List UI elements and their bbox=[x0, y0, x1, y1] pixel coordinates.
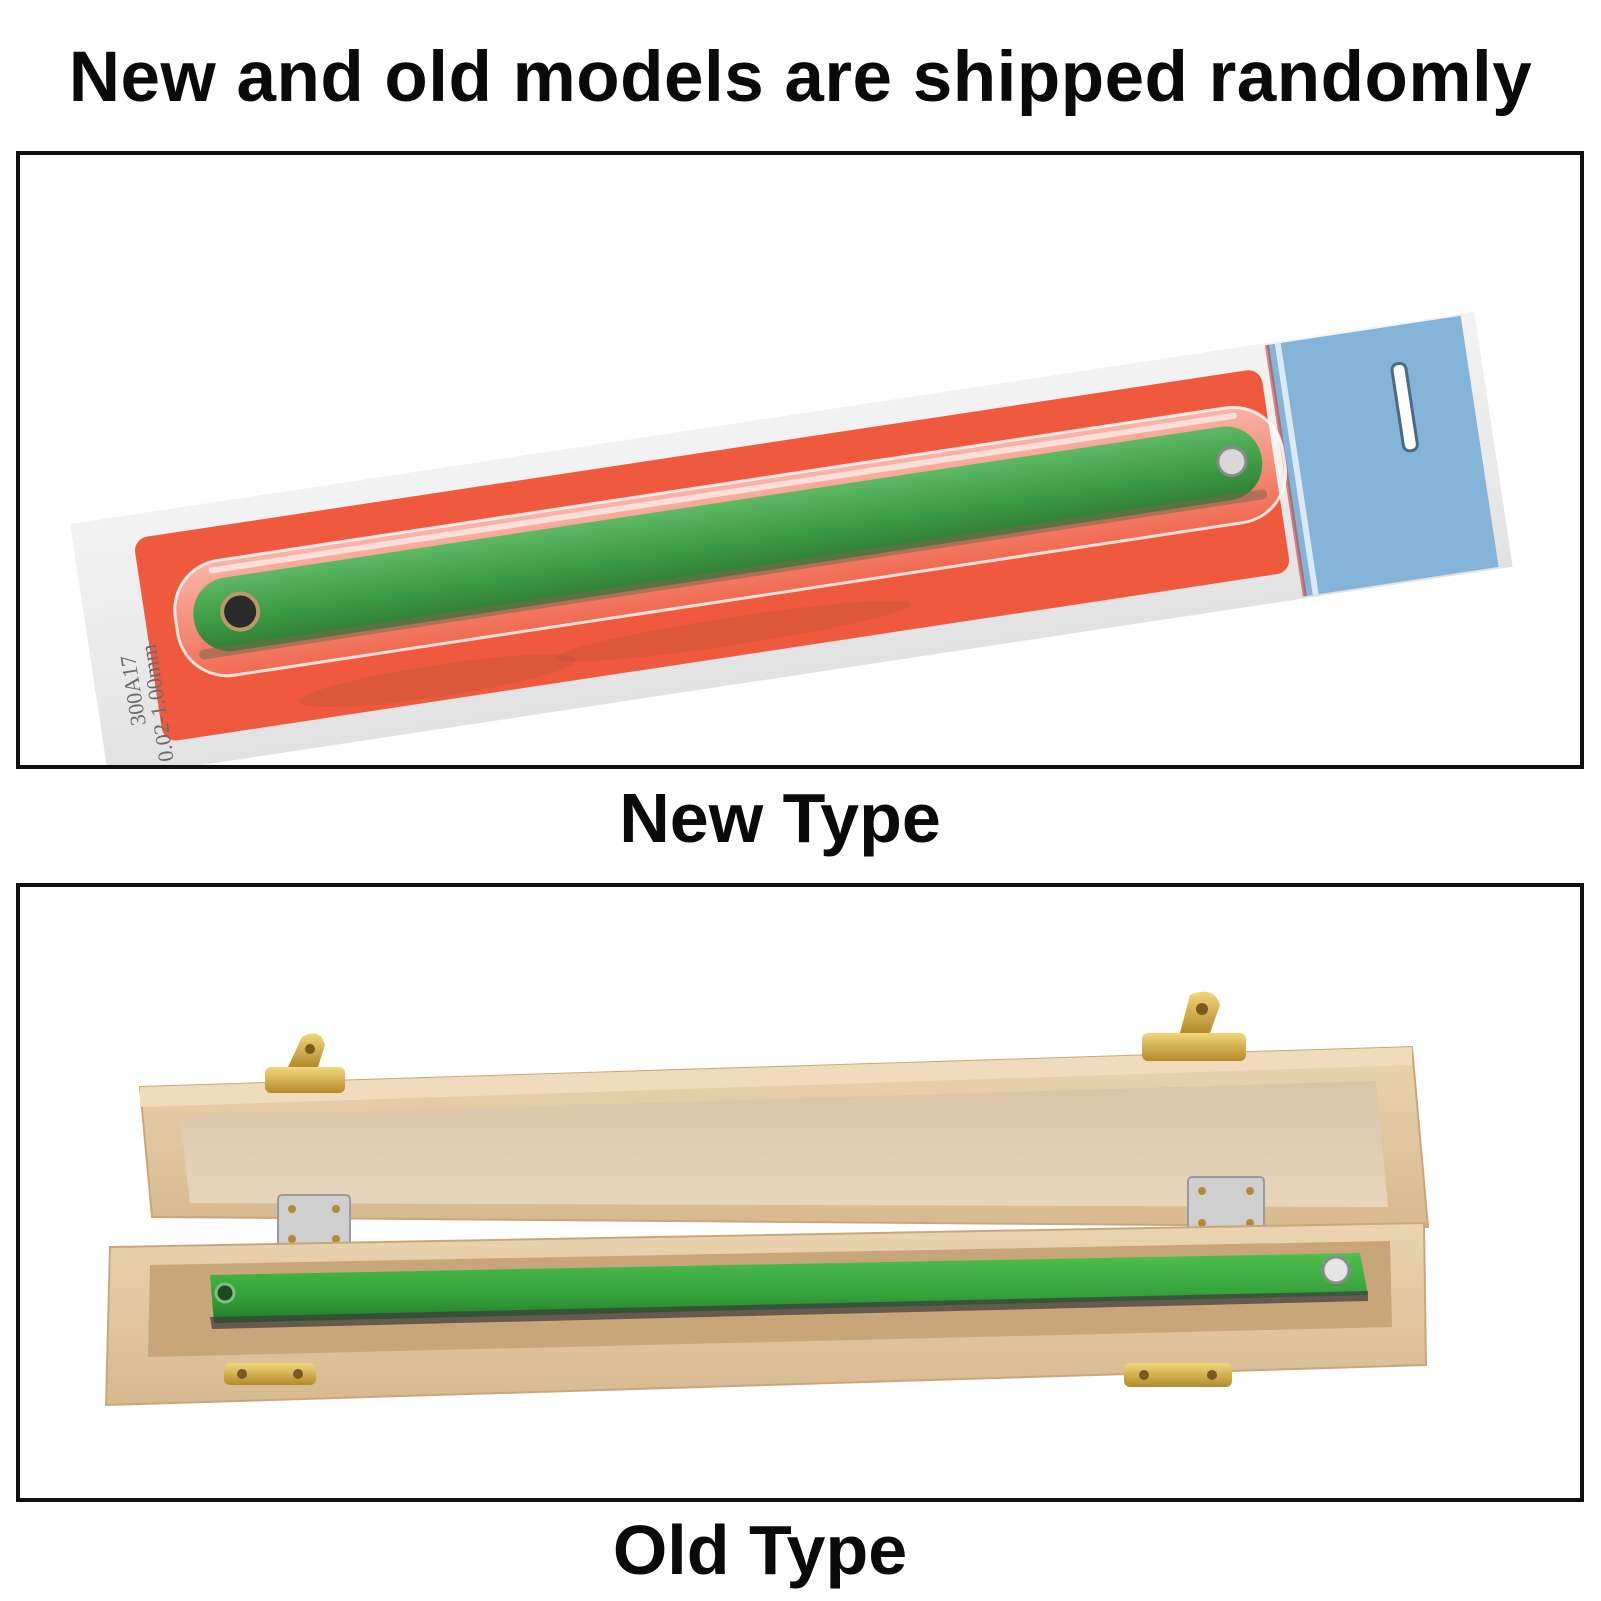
feeler-gauge bbox=[193, 426, 1263, 652]
hinge-right bbox=[1187, 1176, 1265, 1238]
old-type-caption: Old Type bbox=[612, 1511, 908, 1589]
blue-hang-tag bbox=[1266, 315, 1499, 597]
old-type-product-photo bbox=[104, 991, 1430, 1407]
base-clasp-left bbox=[224, 1363, 316, 1385]
new-type-photo-frame: 300A17 0.02-1.00mm bbox=[16, 151, 1584, 769]
new-type-product-photo: 300A17 0.02-1.00mm bbox=[70, 311, 1513, 765]
pivot-rivet bbox=[214, 1282, 236, 1304]
wooden-box-lid bbox=[138, 1045, 1430, 1229]
old-type-photo-frame bbox=[16, 883, 1584, 1502]
lid-clasp-left bbox=[265, 1033, 345, 1093]
thumb-screw bbox=[1321, 1255, 1351, 1285]
base-clasp-right bbox=[1124, 1363, 1232, 1387]
pivot-rivet bbox=[220, 591, 261, 632]
thumb-screw bbox=[1216, 446, 1248, 478]
lid-clasp-right bbox=[1142, 991, 1246, 1061]
feeler-gauge bbox=[210, 1253, 1368, 1329]
hinge-left bbox=[277, 1194, 351, 1254]
headline: New and old models are shipped randomly bbox=[68, 38, 1533, 117]
new-type-caption: New Type bbox=[619, 779, 941, 857]
hang-hole bbox=[1390, 361, 1419, 453]
